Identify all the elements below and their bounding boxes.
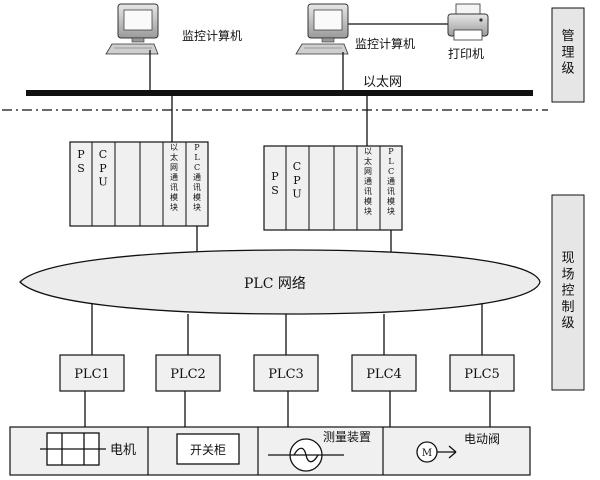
management-level-label: 管理级 xyxy=(561,29,574,77)
management-level-box: 管理级 xyxy=(551,7,585,103)
motor-icon xyxy=(40,432,106,466)
plc-box xyxy=(449,354,515,392)
ethernet-label: 以太网 xyxy=(363,75,402,90)
printer-label: 打印机 xyxy=(448,47,484,61)
printer-icon xyxy=(447,3,489,41)
measuring-device-label: 测量装置 xyxy=(323,430,371,444)
plc-label: PLC5 xyxy=(464,367,500,382)
field-control-level-label: 现场控制级 xyxy=(561,251,574,331)
switchgear-box xyxy=(176,433,240,465)
computer-icon xyxy=(295,3,349,55)
computer-2-label: 监控计算机 xyxy=(355,36,415,51)
plc-label: PLC3 xyxy=(268,367,304,382)
field-control-level-box: 现场控制级 xyxy=(551,194,585,391)
plc-box xyxy=(155,354,221,392)
motor-label: 电机 xyxy=(110,443,136,458)
electric-valve-icon: M xyxy=(416,441,457,463)
plc-network-label: PLC 网络 xyxy=(244,276,306,292)
ethernet-comm-module: 以太网通讯模块 xyxy=(364,147,372,216)
computer-icon xyxy=(105,3,159,55)
plc-box xyxy=(351,354,417,392)
plc-label: PLC4 xyxy=(366,367,402,382)
plc-box xyxy=(253,354,319,392)
electric-valve-label: 电动阀 xyxy=(464,432,500,446)
computer-1-label: 监控计算机 xyxy=(182,28,242,43)
plc-label: PLC2 xyxy=(170,367,206,382)
ethernet-comm-module: 以太网通讯模块 xyxy=(170,143,178,212)
measuring-device-icon xyxy=(268,438,344,472)
plc-row: PLC1 PLC2 PLC3 PLC4 PLC5 xyxy=(59,303,515,427)
switchgear-label: 开关柜 xyxy=(190,443,226,457)
plc-box xyxy=(59,354,125,392)
svg-text:M: M xyxy=(422,448,432,459)
plc-label: PLC1 xyxy=(74,367,110,382)
plc-network-cloud xyxy=(19,249,541,315)
